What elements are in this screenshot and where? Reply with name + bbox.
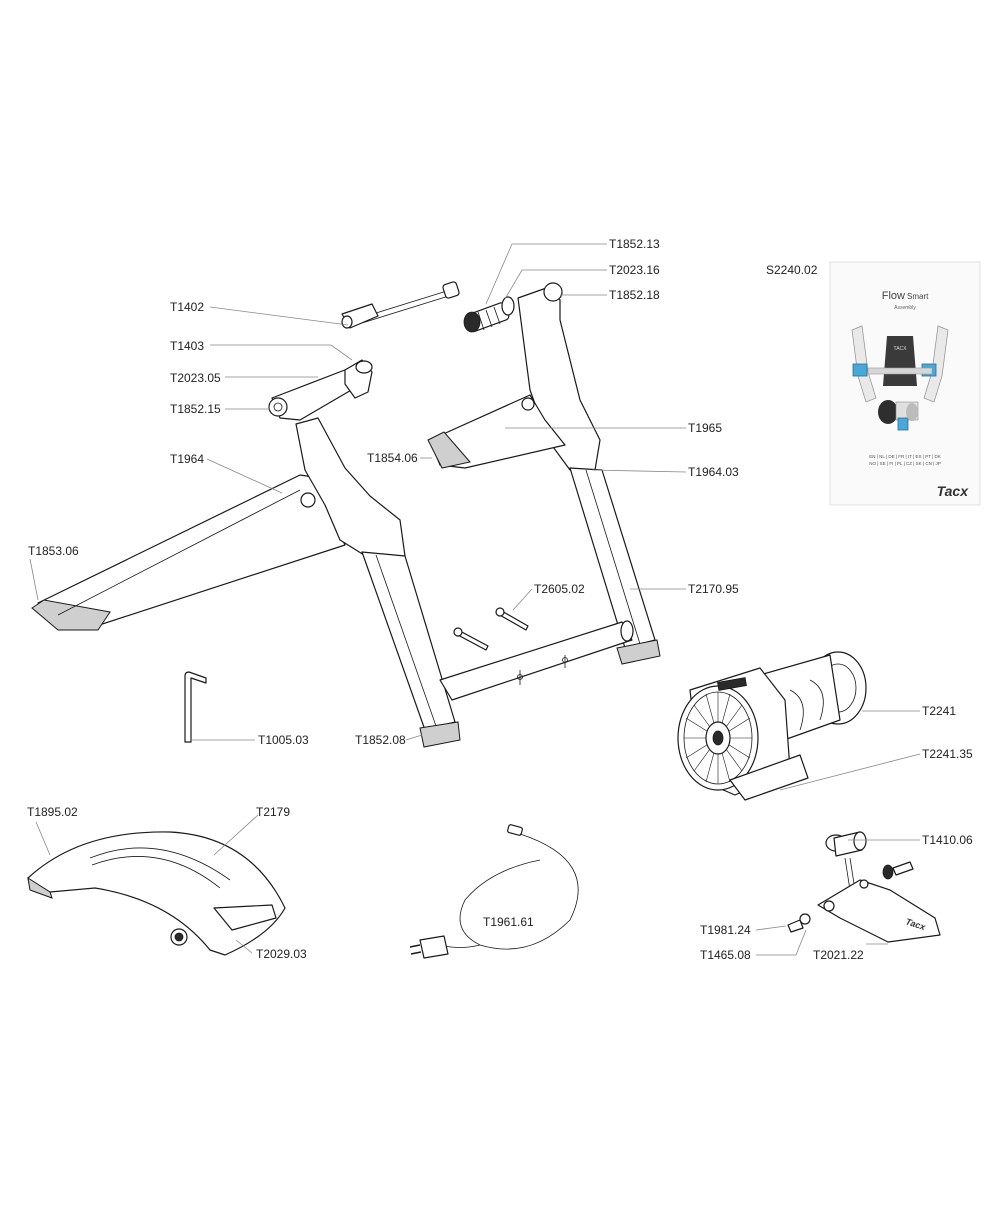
label-T1410-06: T1410.06 [922,833,973,847]
label-T1852-18: T1852.18 [609,288,660,302]
label-T1895-02: T1895.02 [27,805,78,819]
label-T1403: T1403 [170,339,204,353]
flywheel-cover [27,831,286,956]
manual-title-suffix: Smart [907,292,929,301]
manual-subtitle: Assembly [894,305,916,311]
manual-languages-row1: EN | NL | DE | FR | IT | ES | PT | DK [869,454,941,459]
svg-text:TACX: TACX [894,346,908,352]
label-T2241: T2241 [922,704,956,718]
label-T1005-03: T1005.03 [258,733,309,747]
label-T1402: T1402 [170,300,204,314]
label-T1854-06: T1854.06 [367,451,418,465]
label-T1465-08: T1465.08 [700,948,751,962]
axle-adjuster [463,296,515,333]
power-cable [409,824,579,959]
manual-brand-logo: Tacx [937,483,970,499]
label-T1852-08: T1852.08 [355,733,406,747]
label-T1964: T1964 [170,452,204,466]
label-T2179: T2179 [256,805,290,819]
label-T2029-03: T2029.03 [256,947,307,961]
label-S2240-02: S2240.02 [766,263,818,277]
assembly-manual-booklet: Flow Smart Assembly TACX EN | NL | DE | … [829,261,981,506]
trainer-frame [31,282,661,748]
label-T2023-05: T2023.05 [170,371,221,385]
label-T2241-35: T2241.35 [922,747,973,761]
manual-languages-row2: NO | SE | FI | PL | CZ | SK | CN | JP [869,461,941,466]
label-T1961-61: T1961.61 [483,915,534,929]
label-T2023-16: T2023.16 [609,263,660,277]
label-T1852-15: T1852.15 [170,402,221,416]
label-T1981-24: T1981.24 [700,923,751,937]
label-T1965: T1965 [688,421,722,435]
resistance-unit [677,651,867,801]
label-T1964-03: T1964.03 [688,465,739,479]
label-T1852-13: T1852.13 [609,237,660,251]
leader-lines [29,243,921,956]
riser-mount: Tacx [787,831,941,943]
label-T1853-06: T1853.06 [28,544,79,558]
manual-trainer-illustration: TACX [851,325,949,431]
allen-key [184,671,207,743]
part-labels: T1852.13 T2023.16 T1852.18 S2240.02 T140… [27,237,973,962]
manual-title: Flow [882,290,905,302]
label-T2170-95: T2170.95 [688,582,739,596]
label-T2021-22: T2021.22 [813,948,864,962]
label-T2605-02: T2605.02 [534,582,585,596]
quick-release-skewer [341,281,460,329]
frame-bolts [453,607,529,651]
